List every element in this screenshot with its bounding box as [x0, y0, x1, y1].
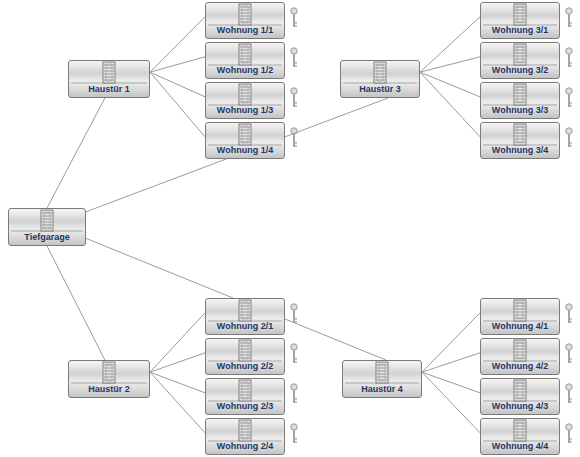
key-icon [291, 344, 297, 363]
cylinder-label: Haustür 2 [84, 384, 134, 397]
connector-line [47, 98, 105, 208]
cylinder-label: Wohnung 1/4 [213, 145, 277, 158]
cylinder-label: Wohnung 2/4 [213, 441, 277, 454]
connector-line [422, 353, 480, 372]
key-icon [566, 424, 572, 443]
lock-cylinder: Wohnung 2/3 [205, 378, 285, 415]
cylinder-label: Wohnung 3/4 [488, 145, 552, 158]
lock-cylinder: Wohnung 4/1 [480, 298, 560, 335]
cylinder-label: Wohnung 3/1 [488, 25, 552, 38]
connector-line [420, 72, 480, 97]
cylinder-label: Wohnung 1/3 [213, 105, 277, 118]
cylinder-label: Wohnung 4/3 [488, 401, 552, 414]
connector-line [47, 246, 105, 360]
cylinder-label: Wohnung 2/1 [213, 321, 277, 334]
connector-line [150, 72, 205, 97]
cylinder-label: Wohnung 2/3 [213, 401, 277, 414]
connector-line [422, 313, 480, 372]
lock-cylinder: Wohnung 4/4 [480, 418, 560, 455]
connector-line [420, 17, 480, 72]
lock-cylinder: Wohnung 2/2 [205, 338, 285, 375]
key-icon [291, 128, 297, 147]
key-icon [291, 384, 297, 403]
key-icon [566, 344, 572, 363]
connector-line [420, 57, 480, 72]
lock-cylinder: Haustür 2 [68, 360, 150, 398]
connector-line [150, 17, 205, 72]
cylinder-label: Wohnung 4/2 [488, 361, 552, 374]
key-icon [566, 128, 572, 147]
lock-cylinder: Wohnung 4/2 [480, 338, 560, 375]
key-icon [291, 48, 297, 67]
connector-line [150, 313, 205, 372]
lock-cylinder: Haustür 4 [342, 360, 422, 398]
key-icon [566, 384, 572, 403]
connector-line [420, 72, 480, 137]
key-icon [291, 304, 297, 323]
key-icon [291, 8, 297, 27]
cylinder-label: Tiefgarage [20, 232, 73, 245]
connector-line [422, 372, 480, 393]
lock-cylinder: Wohnung 3/2 [480, 42, 560, 79]
connector-line [150, 372, 205, 433]
lock-cylinder: Haustür 3 [340, 60, 420, 98]
cylinder-label: Wohnung 3/2 [488, 65, 552, 78]
lock-cylinder: Wohnung 3/4 [480, 122, 560, 159]
lock-cylinder: Wohnung 4/3 [480, 378, 560, 415]
lock-cylinder: Haustür 1 [68, 60, 150, 98]
cylinder-label: Haustür 4 [357, 384, 407, 397]
key-icon [566, 48, 572, 67]
cylinder-label: Haustür 3 [355, 84, 405, 97]
cylinder-label: Wohnung 4/4 [488, 441, 552, 454]
cylinder-label: Wohnung 1/2 [213, 65, 277, 78]
cylinder-label: Wohnung 4/1 [488, 321, 552, 334]
key-icon [291, 424, 297, 443]
connector-line [150, 57, 205, 72]
key-icon [566, 88, 572, 107]
cylinder-label: Haustür 1 [84, 84, 134, 97]
connector-line [150, 353, 205, 372]
lock-cylinder: Wohnung 3/1 [480, 2, 560, 39]
lock-cylinder: Wohnung 2/4 [205, 418, 285, 455]
cylinder-label: Wohnung 3/3 [488, 105, 552, 118]
lock-cylinder: Tiefgarage [8, 208, 86, 246]
connector-line [422, 372, 480, 433]
connector-line [150, 372, 205, 393]
key-icon [291, 88, 297, 107]
key-icon [566, 8, 572, 27]
lock-cylinder: Wohnung 1/3 [205, 82, 285, 119]
lock-cylinder: Wohnung 1/1 [205, 2, 285, 39]
cylinder-label: Wohnung 1/1 [213, 25, 277, 38]
connector-line [150, 72, 205, 137]
lock-cylinder: Wohnung 1/2 [205, 42, 285, 79]
key-icon [566, 304, 572, 323]
lock-cylinder: Wohnung 1/4 [205, 122, 285, 159]
lock-cylinder: Wohnung 3/3 [480, 82, 560, 119]
cylinder-label: Wohnung 2/2 [213, 361, 277, 374]
lock-cylinder: Wohnung 2/1 [205, 298, 285, 335]
